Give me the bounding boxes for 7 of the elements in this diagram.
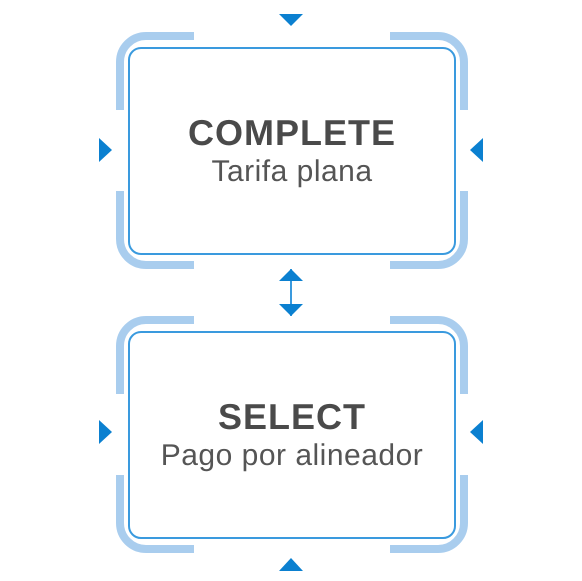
framed-card: [116, 316, 468, 553]
double-arrow: [279, 269, 303, 316]
heading: SELECT: [218, 396, 366, 436]
framed-card: [116, 32, 468, 269]
subheading: Tarifa plana: [211, 154, 373, 188]
subheading: Pago por alineador: [160, 438, 424, 472]
heading: COMPLETE: [188, 112, 396, 152]
